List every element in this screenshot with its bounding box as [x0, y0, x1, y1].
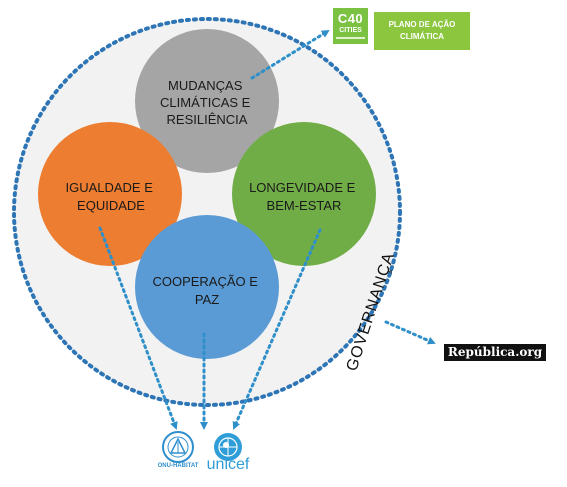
circle-mudancas — [135, 29, 279, 173]
circle-igualdade — [38, 122, 182, 266]
plano-acao-climatica-badge: PLANO DE AÇÃO CLIMÁTICA — [374, 12, 470, 50]
arrow-igualdade-to-onu — [98, 226, 178, 430]
circle-cooperacao — [135, 215, 279, 359]
arrow-longevidade-to-unicef — [232, 228, 322, 430]
outer-circle — [12, 17, 402, 407]
arrow-mudancas-to-c40 — [250, 29, 330, 80]
c40-logo-text: C40 — [337, 11, 364, 26]
label-igualdade: IGUALDADE E EQUIDADE — [65, 180, 156, 213]
c40-logo-tagline-bar — [336, 37, 365, 39]
onu-habitat-label: ONU-HABITAT — [157, 463, 199, 469]
label-longevidade: LONGEVIDADE E BEM-ESTAR — [249, 180, 359, 213]
arrow-governanca-to-republica — [384, 320, 436, 345]
label-cooperacao: COOPERAÇÃO E PAZ — [152, 274, 261, 307]
c40-logo-sub: CITIES — [339, 27, 362, 34]
c40-cities-logo: C40 CITIES — [333, 8, 368, 44]
plano-line-1: PLANO DE AÇÃO — [388, 20, 456, 29]
label-mudancas: MUDANÇAS CLIMÁTICAS E RESILIÊNCIA — [160, 78, 254, 127]
plano-line-2: CLIMÁTICA — [400, 32, 444, 41]
unicef-icon — [214, 433, 242, 461]
onu-habitat-icon — [162, 431, 194, 463]
republica-org-logo: República.org — [444, 344, 546, 361]
unicef-label: unicef — [206, 456, 250, 473]
circle-longevidade — [232, 122, 376, 266]
